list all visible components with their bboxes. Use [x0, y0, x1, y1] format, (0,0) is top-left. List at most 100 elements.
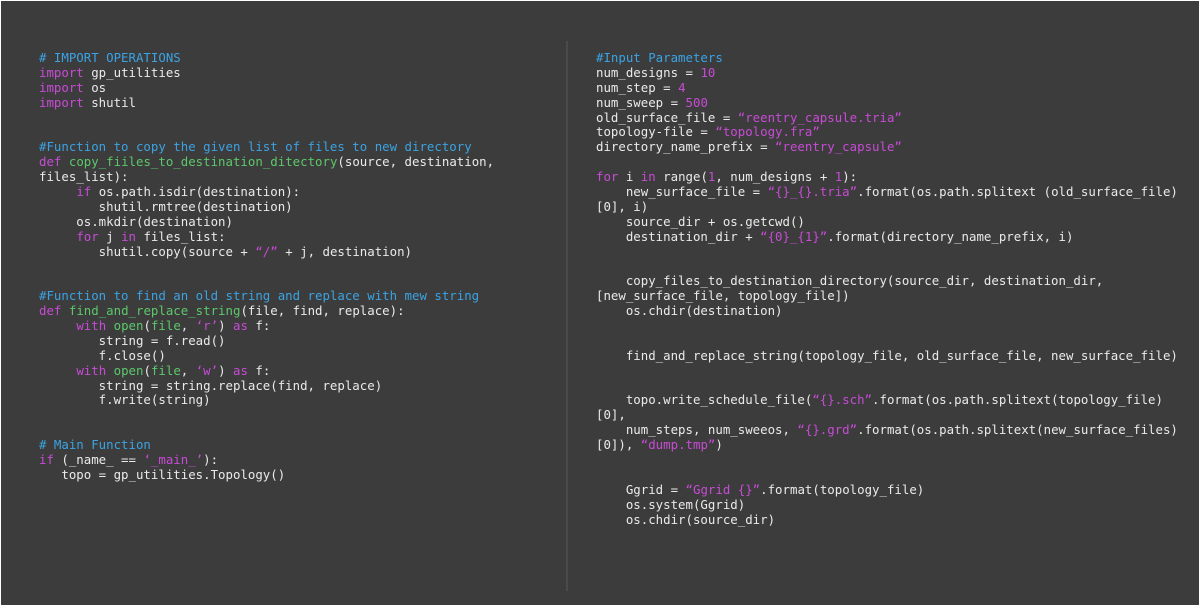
code-token — [39, 184, 76, 199]
code-token: os — [83, 79, 107, 95]
code-token: topology-file = — [596, 124, 716, 140]
code-token: source_dir + os.getcwd() — [596, 213, 805, 229]
code-token: num_steps, num_sweeos, — [596, 422, 798, 438]
code-line — [39, 423, 494, 438]
code-token: os.mkdir(destination) — [39, 213, 233, 229]
code-token: , — [180, 318, 196, 334]
code-token: files_list: — [136, 228, 226, 244]
code-line: if os.path.isdir(destination): — [39, 184, 494, 200]
code-token: #Function to find an old string and repl… — [39, 288, 480, 304]
code-token: if — [39, 452, 54, 468]
code-token: “Ggrid {}” — [685, 481, 761, 497]
code-token: (_name_ == — [53, 452, 144, 468]
code-token: (file, find, replace): — [240, 303, 405, 319]
code-token — [39, 363, 76, 378]
code-token: file — [150, 362, 181, 378]
code-token: import — [39, 94, 84, 110]
code-line: with open(file, ‘r’) as f: — [39, 318, 494, 334]
code-token: open — [113, 362, 144, 378]
code-token: string = string.replace(find, replace) — [39, 377, 383, 393]
code-line: [0]), “dump.tmp”) — [596, 437, 1178, 453]
code-token — [106, 318, 113, 333]
code-line: #Function to copy the given list of file… — [39, 139, 494, 155]
code-line: # Main Function — [39, 437, 494, 453]
code-token: def — [39, 154, 62, 170]
code-token: for — [76, 228, 99, 244]
code-token: find_and_replace_string(topology_file, o… — [596, 347, 1178, 363]
code-line — [596, 155, 1178, 170]
code-line: #Function to find an old string and repl… — [39, 288, 494, 304]
code-token: “reentry_capsule.tria” — [737, 109, 902, 125]
code-line — [596, 379, 1178, 394]
code-token: as — [233, 362, 248, 378]
code-token: num_designs = — [596, 64, 701, 80]
code-token: old_surface_file = — [596, 109, 738, 125]
code-token: (source, destination, — [337, 154, 495, 170]
code-token: in — [121, 228, 137, 244]
code-token: num_sweep = — [596, 94, 686, 110]
code-token: os.system(Ggrid) — [596, 496, 746, 512]
code-token: ( — [143, 318, 151, 334]
code-token: Ggrid = — [596, 481, 686, 497]
code-line: topo.write_schedule_file(“{}.sch”.format… — [596, 393, 1178, 408]
code-token: import — [39, 64, 84, 80]
code-token: “{}.grd” — [797, 422, 858, 438]
code-line: directory_name_prefix = “reentry_capsule… — [596, 139, 1178, 155]
code-token: open — [113, 318, 144, 334]
code-line: Ggrid = “Ggrid {}”.format(topology_file) — [596, 481, 1178, 498]
code-line — [596, 319, 1178, 334]
code-line — [39, 274, 494, 289]
code-token: f: — [247, 362, 271, 378]
code-token — [39, 318, 76, 333]
code-token: # Main Function — [39, 437, 151, 453]
code-token: ): — [203, 452, 219, 468]
code-line: f.write(string) — [39, 393, 494, 408]
code-token: gp_utilities — [83, 64, 181, 80]
code-line: find_and_replace_string(topology_file, o… — [596, 347, 1178, 364]
code-token: new_surface_file = — [596, 184, 768, 200]
code-token: #Input Parameters — [596, 50, 723, 65]
code-line — [39, 111, 494, 126]
code-token: shutil.rmtree(destination) — [39, 198, 293, 214]
code-line: topo = gp_utilities.Topology() — [39, 467, 494, 483]
code-line — [596, 334, 1178, 349]
code-token: string = f.read() — [39, 332, 226, 348]
code-token: ) — [715, 437, 723, 453]
code-line: num_step = 4 — [596, 80, 1178, 96]
code-token — [61, 303, 68, 318]
code-token: “dump.tmp” — [640, 437, 716, 453]
code-token: for — [596, 169, 619, 185]
code-token: .format(os.path.splitext (old_surface_fi… — [857, 184, 1178, 200]
code-line: [0], i) — [596, 199, 1178, 215]
panel-divider — [566, 41, 568, 591]
code-token — [61, 154, 68, 169]
code-line — [596, 259, 1178, 274]
code-token: , num_designs + — [715, 169, 835, 185]
code-line: for i in range(1, num_designs + 1): — [596, 169, 1178, 185]
code-line: #Input Parameters — [596, 50, 1178, 66]
code-line: string = string.replace(find, replace) — [39, 377, 494, 394]
code-token: “topology.fra” — [715, 124, 820, 140]
code-token: as — [233, 318, 248, 334]
code-line: [0], — [596, 407, 1178, 423]
code-token: # IMPORT OPERATIONS — [39, 50, 181, 65]
code-token: with — [76, 318, 107, 334]
code-token: ‘w’ — [195, 362, 219, 378]
code-line — [39, 125, 494, 140]
code-token: f.close() — [39, 347, 166, 363]
code-token: , — [180, 362, 196, 378]
code-token: os.chdir(source_dir) — [596, 511, 776, 527]
code-token: 1 — [707, 169, 716, 185]
code-line — [596, 468, 1178, 483]
code-line: def copy_fiiles_to_destination_ditectory… — [39, 154, 495, 170]
code-token: .format(directory_name_prefix, i) — [827, 228, 1074, 244]
code-token: .format(os.path.splitext(new_surface_fil… — [857, 422, 1178, 438]
code-line: files_list): — [39, 169, 494, 185]
code-line: destination_dir + “{0}_{1}”.format(direc… — [596, 228, 1178, 245]
code-token: [0]), — [596, 437, 641, 453]
code-line: for j in files_list: — [39, 228, 494, 245]
code-line: topology-file = “topology.fra” — [596, 125, 1178, 140]
